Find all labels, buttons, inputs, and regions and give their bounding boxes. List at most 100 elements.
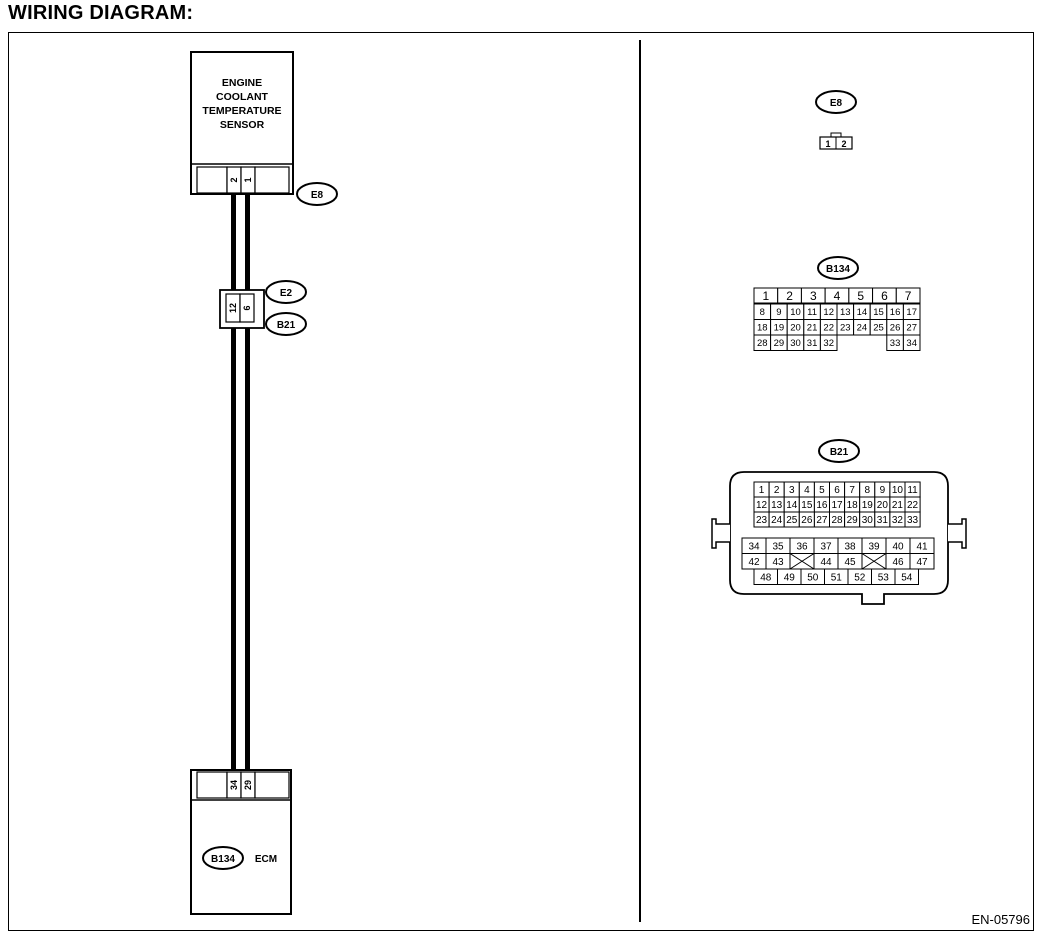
pin-number: 33 <box>890 338 901 349</box>
pin-number: 27 <box>816 515 828 526</box>
pin-number: 21 <box>892 500 904 511</box>
pin-number: 5 <box>857 289 864 303</box>
pin-number: 43 <box>772 557 784 568</box>
pin-cell <box>894 568 919 585</box>
pin-number: 8 <box>864 485 870 496</box>
connector-tag-e2: E2 <box>265 280 307 304</box>
pin-number: 3 <box>810 289 817 303</box>
pin-number: 25 <box>786 515 798 526</box>
ecm-name: ECM <box>255 854 277 865</box>
pin-number: 2 <box>786 289 793 303</box>
sensor-pin-label: 2 <box>229 177 239 182</box>
pin-number: 27 <box>906 323 917 334</box>
pin-number: 2 <box>774 485 780 496</box>
ecm-pin-label: 29 <box>243 780 253 790</box>
pin-number: 6 <box>834 485 840 496</box>
pin-number: 24 <box>857 323 868 334</box>
pin-number: 32 <box>892 515 904 526</box>
sensor-pin-label: 1 <box>243 177 253 182</box>
panel-divider <box>639 40 641 922</box>
pin-number: 37 <box>820 541 832 552</box>
pin-number: 14 <box>786 500 798 511</box>
pin-number: 25 <box>873 323 884 334</box>
pin-number: 1 <box>763 289 770 303</box>
pin-number: 18 <box>757 323 768 334</box>
pin-number: 34 <box>906 338 917 349</box>
pin-number: 17 <box>906 307 917 318</box>
connector-view-label: B134 <box>826 264 850 275</box>
pin-number: 24 <box>771 515 783 526</box>
ecm-unit: 34 29 B134 ECM <box>190 769 292 915</box>
connector-latch-right <box>948 518 967 549</box>
pin-number: 22 <box>823 323 834 334</box>
pin-number: 5 <box>819 485 825 496</box>
pin-number: 4 <box>834 289 841 303</box>
connector-tag-label: E8 <box>311 190 324 201</box>
wire-harness <box>231 194 250 771</box>
pin-cell <box>909 553 935 570</box>
connector-tag-e8: E8 <box>296 182 338 206</box>
pin-number: 33 <box>907 515 919 526</box>
sensor-name-line: ENGINE <box>222 77 262 89</box>
pin-number: 29 <box>847 515 859 526</box>
connector-tag-label: B21 <box>277 320 296 331</box>
pin-number: 19 <box>774 323 785 334</box>
pin-number: 36 <box>796 541 808 552</box>
sensor-name-line: COOLANT <box>216 91 268 103</box>
pin-number: 45 <box>844 557 856 568</box>
pin-number: 10 <box>892 485 904 496</box>
pin-number: 28 <box>757 338 768 349</box>
pin-number: 28 <box>831 515 843 526</box>
pin-number: 11 <box>807 307 817 318</box>
pin-number: 7 <box>849 485 855 496</box>
pin-number: 53 <box>878 572 890 583</box>
pin-number: 9 <box>880 485 886 496</box>
pin-number: 49 <box>784 572 796 583</box>
pin-number: 15 <box>801 500 813 511</box>
pin-number: 8 <box>760 307 765 318</box>
pin-number: 16 <box>890 307 901 318</box>
pin-number: 41 <box>916 541 928 552</box>
pin-number: 48 <box>760 572 772 583</box>
pin-cell <box>902 334 921 351</box>
pin-number: 35 <box>772 541 784 552</box>
pin-number: 17 <box>831 500 843 511</box>
pin-number: 20 <box>877 500 889 511</box>
pin-number: 4 <box>804 485 810 496</box>
pin-number: 31 <box>807 338 818 349</box>
pin-number: 1 <box>759 485 765 496</box>
pin-number: 52 <box>854 572 866 583</box>
ecm-pin-label: 34 <box>229 780 239 790</box>
engine-coolant-temperature-sensor: ENGINE COOLANT TEMPERATURE SENSOR 2 1 <box>190 51 294 195</box>
pin-number: 14 <box>857 307 868 318</box>
pin-number: 12 <box>823 307 834 318</box>
pin-number: 54 <box>901 572 913 583</box>
pin-cell <box>819 334 838 351</box>
pin-number: 34 <box>748 541 760 552</box>
document-code: EN-05796 <box>971 912 1030 927</box>
connector-tag-label: E2 <box>280 288 293 299</box>
pin-number: 32 <box>823 338 834 349</box>
pin-number: 20 <box>790 323 801 334</box>
pin-number: 38 <box>844 541 856 552</box>
pin-number: 7 <box>905 289 912 303</box>
joint-connector: 12 6 <box>219 289 265 329</box>
pin-number: 42 <box>748 557 760 568</box>
pin-number: 40 <box>892 541 904 552</box>
pin-cell <box>904 511 921 528</box>
pin-number: 26 <box>801 515 813 526</box>
pin-number: 6 <box>881 289 888 303</box>
pin-number: 47 <box>916 557 928 568</box>
pin-number: 46 <box>892 557 904 568</box>
pin-number: 18 <box>847 500 859 511</box>
diagram-frame <box>8 32 1034 931</box>
page-title: WIRING DIAGRAM: <box>8 2 194 24</box>
pin-number: 12 <box>756 500 768 511</box>
joint-pin-label: 12 <box>228 303 238 313</box>
joint-pin-label: 6 <box>242 305 252 310</box>
connector-view-label: E8 <box>830 98 843 109</box>
sensor-name-line: TEMPERATURE <box>202 105 281 117</box>
pin-number: 15 <box>873 307 884 318</box>
